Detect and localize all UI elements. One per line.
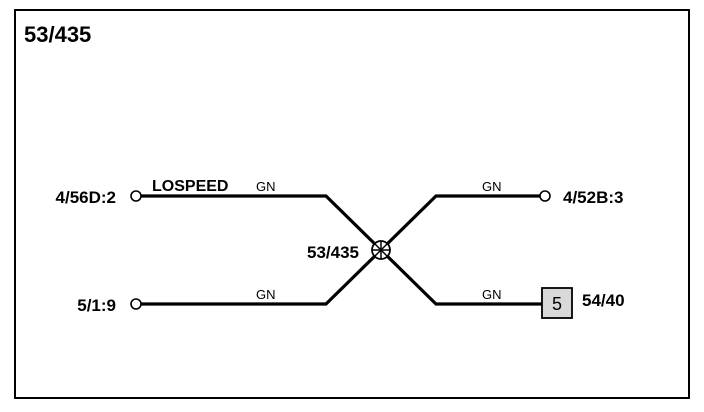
terminal-right-bottom-label: 54/40	[582, 291, 625, 310]
splice-icon	[371, 240, 391, 260]
wire-color-left-top: GN	[256, 179, 276, 194]
wire-color-right-bottom: GN	[482, 287, 502, 302]
terminal-right-top-icon	[539, 190, 551, 202]
wire-left-top	[141, 194, 383, 252]
connector-box-number: 5	[552, 294, 562, 314]
terminal-right-top-label: 4/52B:3	[563, 188, 623, 207]
terminal-left-bottom-icon	[130, 298, 142, 310]
connector-box-icon	[541, 287, 573, 319]
diagram-frame	[14, 9, 690, 399]
wire-right-top	[379, 194, 540, 252]
wire-color-left-bottom: GN	[256, 287, 276, 302]
wire-name-lospeed: LOSPEED	[152, 178, 228, 195]
terminal-left-top-label: 4/56D:2	[56, 188, 116, 207]
terminal-left-bottom-label: 5/1:9	[77, 296, 116, 315]
wire-left-bottom	[141, 248, 383, 306]
wire-right-bottom	[379, 248, 542, 306]
wire-color-right-top: GN	[482, 179, 502, 194]
splice-label: 53/435	[307, 243, 359, 262]
diagram-title: 53/435	[24, 22, 91, 47]
terminal-left-top-icon	[130, 190, 142, 202]
